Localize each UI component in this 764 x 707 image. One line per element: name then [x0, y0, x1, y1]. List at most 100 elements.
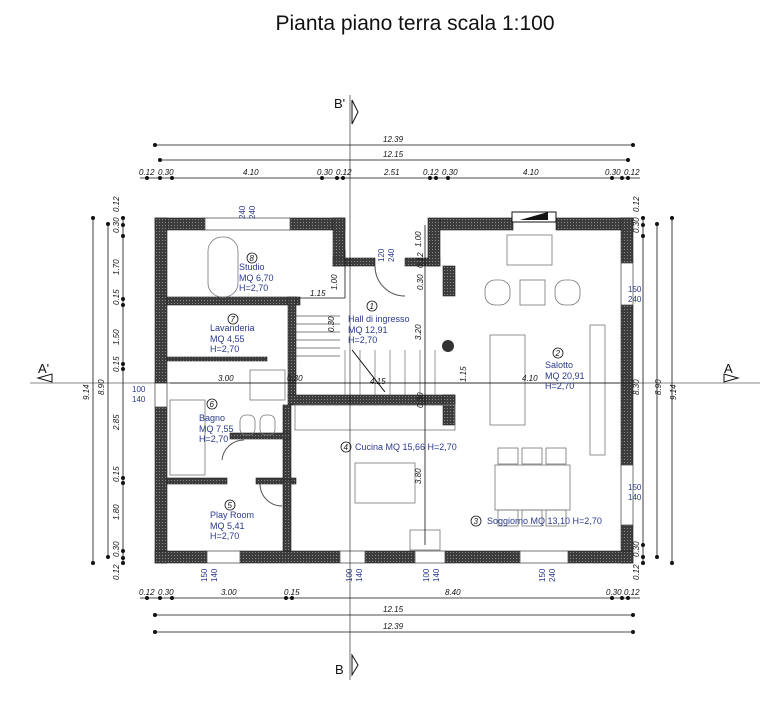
wall: [282, 479, 292, 552]
dimension-text: 0.12: [632, 196, 641, 212]
window-width-label: 150: [628, 285, 642, 294]
room-number: 7: [231, 315, 236, 324]
dimension-tick: [641, 234, 645, 238]
dimension-text: 12.15: [383, 605, 404, 614]
kitchen-counter: [294, 404, 456, 431]
dimension-text: 1.80: [112, 504, 121, 520]
room-number: 6: [210, 400, 215, 409]
room-number-circle: [366, 300, 378, 312]
drawing-title: Pianta piano terra scala 1:100: [275, 12, 555, 35]
room-area: MQ 20,91: [545, 371, 585, 381]
wall: [332, 257, 376, 267]
dimension-text: 8.40: [445, 588, 461, 597]
dimension-text: 1.50: [112, 329, 121, 345]
dimension-text: 0.30: [112, 217, 121, 233]
dimension-text: 1.00: [414, 231, 423, 247]
dining-table: [494, 464, 571, 511]
dimension-tick: [121, 234, 125, 238]
dimension-tick: [631, 143, 635, 147]
window-height-label: 240: [628, 295, 642, 304]
room-number: 8: [250, 254, 255, 263]
room-number-circle: [552, 347, 564, 359]
dimension-tick: [655, 555, 659, 559]
chair: [545, 509, 567, 527]
room-name: Soggiorno MQ 13,10 H=2,70: [487, 516, 602, 526]
room-height: H=2,70: [348, 335, 377, 345]
dimension-tick: [610, 596, 614, 600]
wall: [154, 550, 208, 564]
room-number-circle: [246, 252, 258, 264]
dimension-tick: [641, 223, 645, 227]
coffee-table: [519, 279, 546, 306]
window-width-label: 150: [200, 568, 209, 582]
dimension-text: 8.90: [97, 379, 106, 395]
dimension-tick: [145, 176, 149, 180]
dimension-text: 8.90: [654, 379, 663, 395]
dimension-text: 2.51: [383, 168, 400, 177]
window-height-label: 140: [132, 395, 146, 404]
dimension-tick: [641, 543, 645, 547]
dimension-tick: [121, 367, 125, 371]
section-arrow-icon: [36, 373, 53, 383]
door-swing: [374, 265, 406, 297]
dimension-text: 1.70: [112, 259, 121, 275]
dimension-tick: [626, 158, 630, 162]
dimension-text: 3.20: [414, 324, 423, 340]
dimension-text: 0.12: [624, 588, 640, 597]
window-width-label: 150: [538, 568, 547, 582]
dimension-text: 0.12: [423, 168, 439, 177]
door-swing: [259, 483, 283, 507]
dimension-tick: [290, 596, 294, 600]
dimension-text: 0.30: [158, 588, 174, 597]
room-name: Lavanderia: [210, 323, 255, 333]
washing-machine: [249, 369, 286, 401]
dimension-tick: [121, 362, 125, 366]
section-label: B: [335, 662, 344, 677]
dimension-text: 0.30: [632, 217, 641, 233]
dimension-tick: [121, 297, 125, 301]
dimension-tick: [106, 222, 110, 226]
wall: [255, 477, 297, 485]
dimension-text: 1.15: [459, 366, 468, 382]
dimension-tick: [641, 555, 645, 559]
dimension-tick: [121, 216, 125, 220]
dimension-tick: [655, 222, 659, 226]
dimension-text: 0.30: [287, 374, 303, 383]
sofa: [489, 334, 526, 426]
chair: [545, 447, 567, 465]
dimension-tick: [121, 561, 125, 565]
window: [339, 550, 366, 564]
dimension-tick: [641, 216, 645, 220]
dimension-tick: [170, 596, 174, 600]
window: [206, 550, 241, 564]
room-number-circle: [206, 398, 218, 410]
window: [204, 217, 291, 231]
dimension-tick: [626, 176, 630, 180]
wall: [282, 404, 292, 481]
walls: [154, 211, 634, 564]
column: [442, 340, 454, 352]
kitchen-island: [354, 462, 416, 504]
daybed: [207, 236, 239, 298]
dimension-tick: [626, 596, 630, 600]
section-label: A': [38, 361, 49, 376]
dimension-text: 4.10: [523, 168, 539, 177]
dimension-text: 0.12: [112, 564, 121, 580]
room-area: MQ 7,55: [199, 424, 234, 434]
dimension-tick: [610, 176, 614, 180]
dimension-tick: [158, 176, 162, 180]
room-number: 2: [555, 349, 561, 358]
dimension-tick: [121, 476, 125, 480]
dimension-tick: [284, 596, 288, 600]
window-height-label: 240: [548, 568, 557, 582]
dimension-tick: [121, 303, 125, 307]
room-number-circle: [340, 441, 352, 453]
window: [620, 262, 634, 306]
toilet: [239, 414, 256, 436]
dimension-text: 0.30: [442, 168, 458, 177]
dimension-text: 4.15: [370, 377, 386, 386]
dimension-tick: [121, 556, 125, 560]
window: [519, 550, 569, 564]
